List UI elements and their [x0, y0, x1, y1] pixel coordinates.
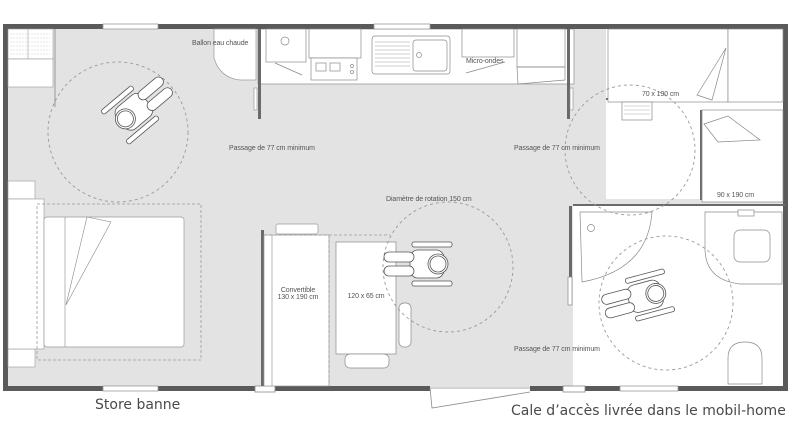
caption-awning: Store banne: [95, 397, 181, 413]
cabinet: [308, 28, 362, 59]
label-rotation-diameter: Diamètre de rotation 150 cm: [386, 196, 472, 203]
bed-icon: [701, 109, 784, 203]
label-bed-90x190: 90 x 190 cm: [717, 192, 755, 199]
fridge: [265, 28, 307, 63]
shower-icon: [579, 211, 653, 283]
water-heater: [213, 28, 257, 81]
stove-icon: [310, 57, 358, 81]
label-bed-70x190: 70 x 190 cm: [642, 91, 680, 98]
microwave: [461, 28, 515, 58]
chair-icon: [344, 353, 390, 369]
entrance-door-icon: [254, 385, 586, 409]
chair-icon: [398, 302, 412, 348]
bed-icon: [607, 28, 784, 121]
table-icon: [335, 241, 412, 369]
label-passage-bathroom: Passage de 77 cm minimum: [514, 346, 600, 353]
label-microwave: Micro-ondes: [466, 58, 504, 65]
cabinet: [516, 28, 566, 68]
bed-icon: [7, 180, 202, 368]
rotation-circles: [47, 61, 734, 371]
wardrobe: [7, 28, 56, 107]
windows: [102, 23, 679, 392]
wheelchair-user-icon: [100, 76, 173, 145]
washbasin-icon: [733, 229, 771, 263]
window-icon: [102, 23, 159, 30]
caption-access-ramp: Cale d’accès livrée dans le mobil-home: [511, 403, 786, 419]
wheelchair-user-icon: [601, 268, 675, 322]
toilet-icon: [727, 341, 763, 385]
label-water-heater: Ballon eau chaude: [192, 40, 249, 47]
sofa-icon: [263, 223, 390, 387]
wheelchair-user-icon: [383, 241, 453, 287]
door-icon: [253, 87, 574, 111]
kitchen: [265, 28, 566, 85]
label-convertible-name: Convertible: [280, 287, 316, 294]
bathroom: [567, 209, 783, 385]
label-table-size: 120 x 65 cm: [347, 293, 385, 300]
label-convertible: Convertible 130 x 190 cm: [272, 287, 324, 301]
window-icon: [373, 23, 431, 30]
label-passage-middle: Passage de 77 cm minimum: [514, 145, 600, 152]
window-icon: [619, 385, 679, 392]
window-icon: [102, 385, 159, 392]
label-convertible-size: 130 x 190 cm: [277, 294, 319, 301]
label-passage-left: Passage de 77 cm minimum: [229, 145, 315, 152]
